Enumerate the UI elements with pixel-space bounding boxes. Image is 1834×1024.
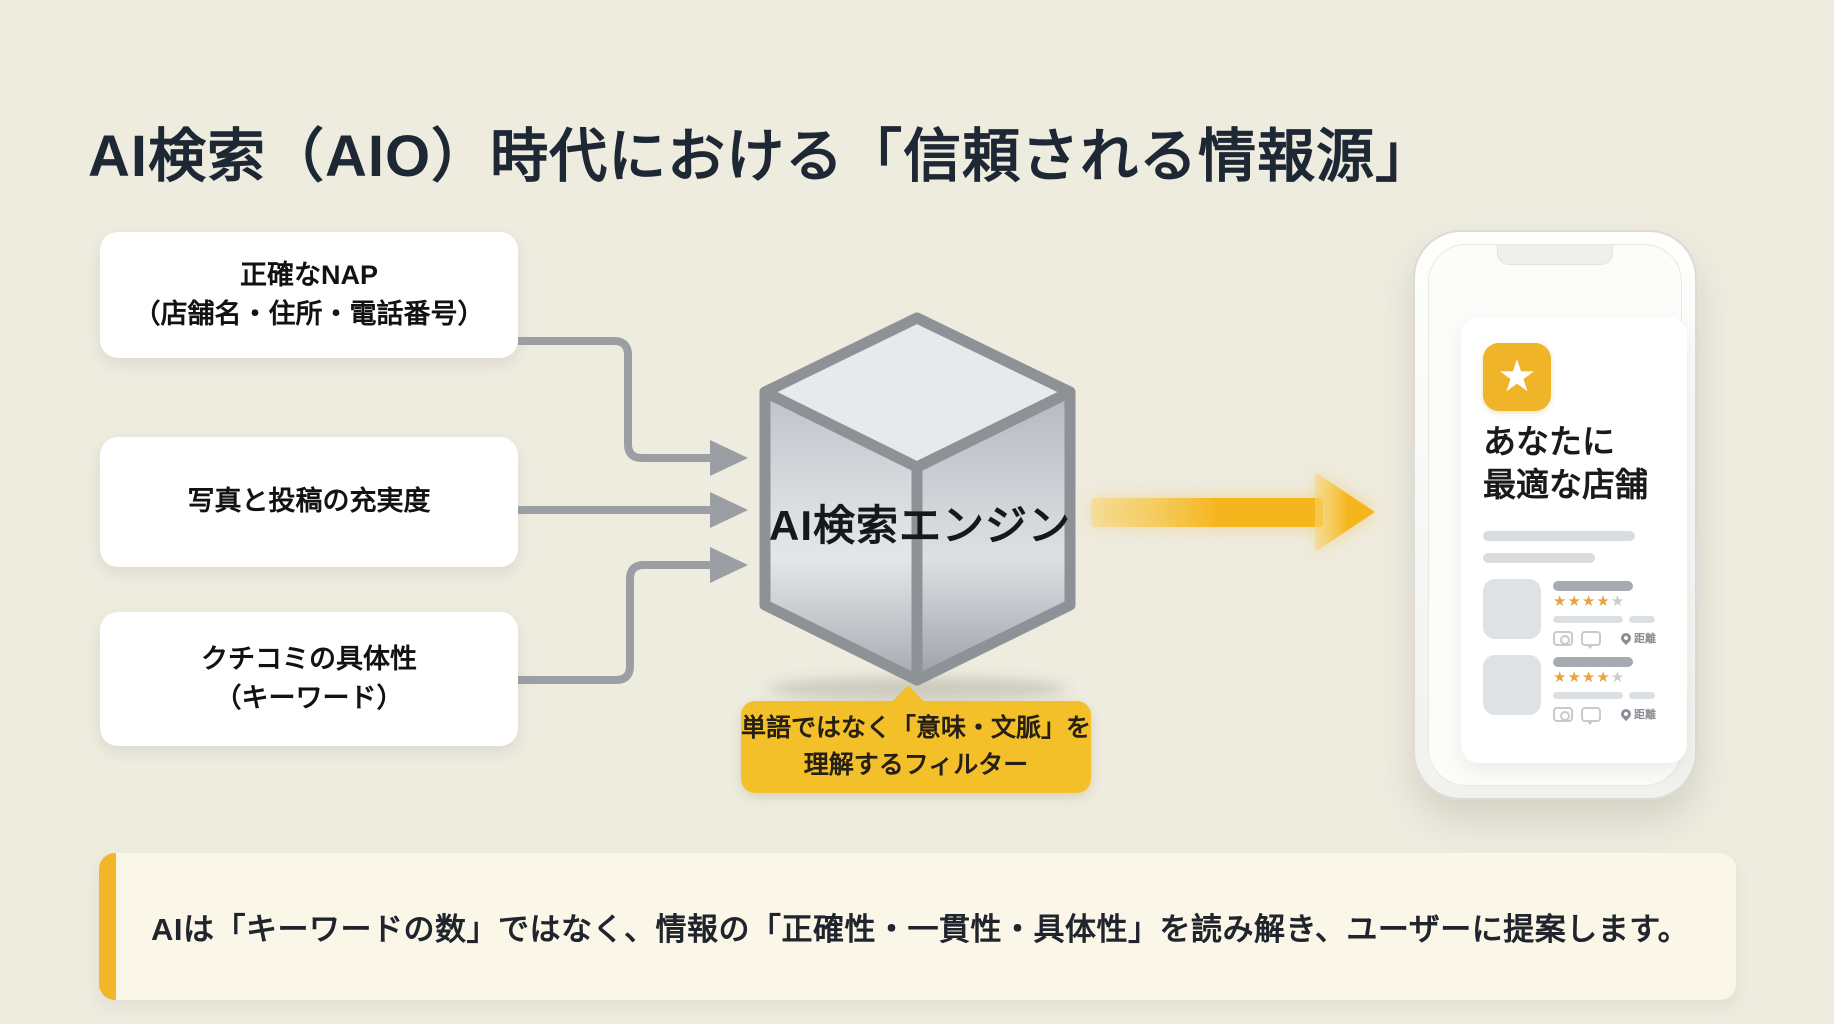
source-box-nap-line2: （店舗名・住所・電話番号） <box>133 299 485 329</box>
banner-accent-bar <box>99 853 116 1000</box>
star-app-icon: ★ <box>1483 343 1551 411</box>
summary-text: AIは「キーワードの数」ではなく、情報の「正確性・一貫性・具体性」を読み解き、ユ… <box>151 912 1690 947</box>
source-box-reviews: クチコミの具体性 （キーワード） <box>100 612 518 746</box>
distance-label: 距離 <box>1634 709 1656 721</box>
phone-headline: あなたに 最適な店舗 <box>1483 421 1648 507</box>
distance-indicator: 距離 <box>1618 630 1656 646</box>
source-box-nap-line1: 正確なNAP <box>239 259 378 290</box>
source-box-nap: 正確なNAP （店舗名・住所・電話番号） <box>100 232 518 358</box>
store-list-item: ★★★★★ 距離 <box>1483 655 1671 727</box>
flow-arrow-shaft <box>1091 498 1323 527</box>
engine-tooltip-line1: 単語ではなく「意味・文脈」を <box>741 713 1092 742</box>
star-empty: ★ <box>1610 669 1626 686</box>
phone-button <box>1409 494 1414 536</box>
placeholder-text-bar <box>1483 531 1635 541</box>
engine-tooltip-line2: 理解するフィルター <box>803 751 1029 779</box>
stars-filled: ★★★★ <box>1553 669 1611 686</box>
distance-label: 距離 <box>1634 633 1656 645</box>
placeholder-text-bar <box>1629 692 1655 699</box>
phone-notch <box>1497 245 1613 265</box>
location-pin-icon <box>1618 706 1634 722</box>
phone-headline-line2: 最適な店舗 <box>1483 465 1648 503</box>
store-thumbnail <box>1483 579 1541 639</box>
comment-icon <box>1581 631 1601 649</box>
phone-button <box>1409 550 1414 592</box>
placeholder-text-bar <box>1553 692 1623 699</box>
phone-headline-line1: あなたに <box>1483 423 1615 460</box>
ai-engine-label: AI検索エンジン <box>768 502 1071 549</box>
flow-arrow <box>1091 472 1375 552</box>
store-list-item: ★★★★★ 距離 <box>1483 579 1671 651</box>
cube-top-face <box>759 312 1076 473</box>
flow-arrow-head <box>1315 472 1375 552</box>
phone-screen: ★ あなたに 最適な店舗 ★★★★★ <box>1428 244 1687 786</box>
connector-top <box>518 337 712 462</box>
distance-indicator: 距離 <box>1618 706 1656 722</box>
engine-tooltip: 単語ではなく「意味・文脈」を 理解するフィルター <box>741 685 1092 793</box>
stars-filled: ★★★★ <box>1553 593 1611 610</box>
star-icon: ★ <box>1497 352 1537 401</box>
phone-button <box>1409 448 1414 474</box>
placeholder-text-bar <box>1629 616 1655 623</box>
store-title-bar <box>1553 657 1633 667</box>
location-pin-icon <box>1618 630 1634 646</box>
placeholder-text-bar <box>1553 616 1623 623</box>
store-thumbnail <box>1483 655 1541 715</box>
result-card: ★ あなたに 最適な店舗 ★★★★★ <box>1461 317 1687 763</box>
placeholder-text-bar <box>1483 553 1595 563</box>
star-rating: ★★★★★ <box>1553 670 1625 685</box>
comment-icon <box>1581 707 1601 725</box>
phone-button <box>1696 532 1701 606</box>
camera-icon <box>1553 631 1573 646</box>
source-box-photos: 写真と投稿の充実度 <box>100 437 518 567</box>
connector-bottom <box>518 561 712 684</box>
arrowhead-top <box>710 440 748 476</box>
smartphone-mockup: ★ あなたに 最適な店舗 ★★★★★ <box>1409 230 1701 800</box>
store-title-bar <box>1553 581 1633 591</box>
star-empty: ★ <box>1610 593 1626 610</box>
source-box-reviews-line1: クチコミの具体性 <box>201 643 417 674</box>
source-box-photos-line1: 写真と投稿の充実度 <box>187 486 431 517</box>
page-title: AI検索（AIO）時代における「信頼される情報源」 <box>88 123 1435 189</box>
summary-banner: AIは「キーワードの数」ではなく、情報の「正確性・一貫性・具体性」を読み解き、ユ… <box>99 853 1736 1000</box>
camera-icon <box>1553 707 1573 722</box>
star-rating: ★★★★★ <box>1553 594 1625 609</box>
source-box-reviews-line2: （キーワード） <box>214 683 404 713</box>
